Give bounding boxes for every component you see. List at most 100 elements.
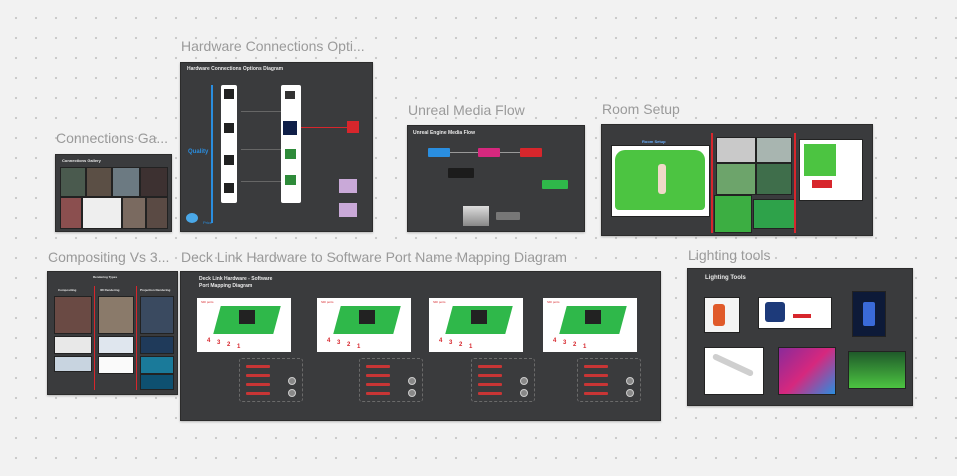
green-studio-image: [848, 351, 906, 389]
gallery-photo: [146, 197, 168, 229]
connector-icon: [626, 377, 634, 385]
port-num: 4: [553, 338, 557, 344]
mapping-label: [366, 383, 390, 386]
port-num: 2: [573, 342, 577, 348]
sdi-ports-label: SDI ports: [547, 300, 560, 304]
divider: [94, 286, 95, 390]
decklink-card-image: SDI ports 4 3 2 1: [317, 298, 411, 352]
board-title: Rendering Types: [93, 275, 118, 279]
port-num: 4: [439, 338, 443, 344]
flow-line: [500, 152, 520, 153]
port-mapping-box: [359, 358, 423, 402]
compositing-photo: [54, 336, 92, 354]
frame-title-room[interactable]: Room Setup: [602, 101, 680, 117]
green-screen-image: [611, 145, 710, 217]
connector-icon: [288, 377, 296, 385]
column-label: 3D Rendering: [100, 288, 120, 292]
column-label: Projection Rendering: [140, 288, 171, 292]
mapping-label: [246, 365, 270, 368]
port-num: 2: [227, 342, 231, 348]
decklink-card-image: SDI ports 4 3 2 1: [543, 298, 637, 352]
board-unreal-media-flow[interactable]: Unreal Engine Media Flow: [407, 125, 585, 232]
device-column-2: [281, 85, 301, 203]
divider: [794, 133, 796, 233]
board-title: Hardware Connections Options Diagram: [187, 66, 284, 72]
board-title: Unreal Engine Media Flow: [413, 130, 475, 136]
compositing-photo: [98, 356, 134, 374]
studio-photo: [716, 163, 756, 195]
frame-title-hardware[interactable]: Hardware Connections Opti...: [181, 38, 365, 54]
light-meter: [863, 302, 875, 326]
mapping-label: [478, 365, 502, 368]
board-lighting-tools[interactable]: Lighting Tools: [687, 268, 913, 406]
port-num: 1: [237, 344, 241, 350]
board-hardware-connections[interactable]: Hardware Connections Options Diagram Qua…: [180, 62, 373, 232]
compositing-photo: [140, 296, 174, 334]
software-logo: [339, 179, 357, 193]
light-tripod-image: [852, 291, 886, 337]
node-red: [520, 148, 542, 157]
capture-card-icon: [285, 175, 296, 185]
compositing-photo: [98, 336, 134, 354]
node-grey: [496, 212, 520, 220]
studio-photo: [753, 199, 795, 229]
sdi-ports-label: SDI ports: [201, 300, 214, 304]
divider: [136, 286, 137, 390]
mapping-label: [366, 374, 390, 377]
port-num: 3: [217, 340, 221, 346]
port-num: 3: [337, 340, 341, 346]
quality-label: Quality: [188, 149, 209, 155]
camera-icon: [285, 91, 295, 99]
gallery-photo: [112, 167, 140, 197]
mapping-label: [478, 383, 502, 386]
flow-line: [450, 152, 478, 153]
gallery-photo: [86, 167, 112, 197]
connector-icon: [288, 389, 296, 397]
decklink-card-image: SDI ports 4 3 2 1: [197, 298, 291, 352]
port-mapping-box: [471, 358, 535, 402]
frame-title-compositing[interactable]: Compositing Vs 3...: [48, 249, 170, 265]
chip: [471, 310, 487, 324]
robot-icon: [186, 213, 198, 223]
chip: [585, 310, 601, 324]
chip: [359, 310, 375, 324]
frame-title-decklink[interactable]: Deck Link Hardware to Software Port Name…: [181, 249, 567, 265]
frame-title-unreal[interactable]: Unreal Media Flow: [408, 102, 525, 118]
compositing-photo: [54, 356, 92, 372]
board-room-setup[interactable]: Room Setup: [601, 124, 873, 236]
software-logo: [339, 203, 357, 217]
board-compositing[interactable]: Rendering Types Compositing 3D Rendering…: [47, 271, 178, 395]
mapping-label: [478, 392, 502, 395]
connector-icon: [408, 389, 416, 397]
port-num: 1: [583, 344, 587, 350]
port-num: 1: [357, 344, 361, 350]
green-kit-ad: [799, 139, 863, 201]
decklink-card-image: SDI ports 4 3 2 1: [429, 298, 523, 352]
phone-light: [713, 304, 725, 326]
node-green: [542, 180, 568, 189]
node-magenta: [478, 148, 500, 157]
board-connections-gallery[interactable]: Connections Gallery: [55, 154, 172, 232]
divider: [711, 133, 713, 233]
port-num: 3: [563, 340, 567, 346]
column-label: Compositing: [58, 288, 77, 292]
port-num: 3: [449, 340, 453, 346]
frame-title-lighting[interactable]: Lighting tools: [688, 247, 771, 263]
sdi-ports-label: SDI ports: [321, 300, 334, 304]
output-device-red: [347, 121, 359, 133]
sdi-ports-label: SDI ports: [433, 300, 446, 304]
capture-card-icon: [285, 149, 296, 159]
compositing-photo: [98, 296, 134, 334]
mapping-label: [246, 383, 270, 386]
board-title: Lighting Tools: [705, 275, 746, 281]
price-label: Price: [203, 220, 213, 225]
board-title-line-1: Deck Link Hardware - Software: [199, 276, 273, 282]
compositing-photo: [140, 336, 174, 354]
board-decklink[interactable]: Deck Link Hardware - Software Port Mappi…: [180, 271, 661, 421]
person-figure: [658, 164, 666, 194]
frame-title-gallery[interactable]: Connections Ga...: [56, 130, 169, 146]
device-icon: [224, 123, 234, 133]
preview-image: [463, 206, 489, 226]
price-tag: [812, 180, 832, 188]
device-icon: [224, 89, 234, 99]
